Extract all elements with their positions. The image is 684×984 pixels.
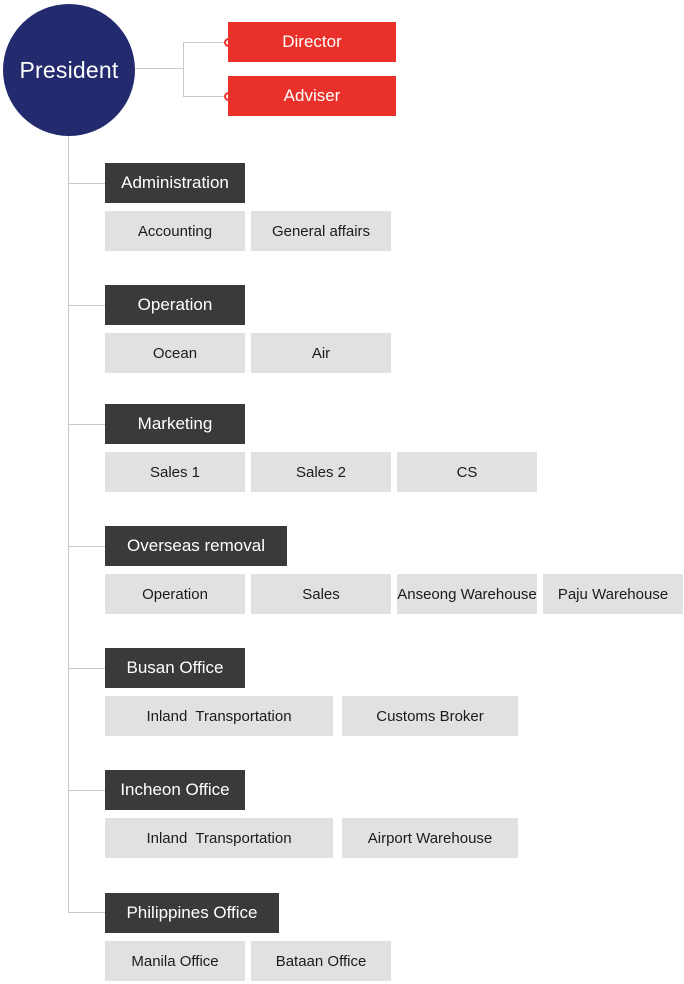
connector-stub-marketing	[68, 424, 105, 425]
adviser-node: Adviser	[228, 76, 396, 116]
section-children: Accounting General affairs	[105, 211, 391, 251]
section-overseas-removal: Overseas removal Operation Sales Anseong…	[105, 526, 683, 614]
dept-inland-transportation-incheon: Inland Transportation	[105, 818, 333, 858]
connector-stub-busan-office	[68, 668, 105, 669]
section-children: Operation Sales Anseong Warehouse Paju W…	[105, 574, 683, 614]
section-children: Inland Transportation Customs Broker	[105, 696, 518, 736]
president-node: President	[3, 4, 135, 136]
dept-sales-2: Sales 2	[251, 452, 391, 492]
section-busan-office: Busan Office Inland Transportation Custo…	[105, 648, 518, 736]
section-title-administration: Administration	[105, 163, 245, 203]
connector-stub-overseas-removal	[68, 546, 105, 547]
section-title-marketing: Marketing	[105, 404, 245, 444]
dept-ocean: Ocean	[105, 333, 245, 373]
dept-cs: CS	[397, 452, 537, 492]
connector-branch-vertical	[183, 42, 184, 97]
dept-anseong-warehouse: Anseong Warehouse	[397, 574, 537, 614]
section-administration: Administration Accounting General affair…	[105, 163, 391, 251]
dept-sales: Sales	[251, 574, 391, 614]
dept-sales-1: Sales 1	[105, 452, 245, 492]
section-philippines-office: Philippines Office Manila Office Bataan …	[105, 893, 391, 981]
section-children: Sales 1 Sales 2 CS	[105, 452, 537, 492]
section-title-overseas-removal: Overseas removal	[105, 526, 287, 566]
president-label: President	[19, 56, 119, 83]
section-operation: Operation Ocean Air	[105, 285, 391, 373]
dept-operation: Operation	[105, 574, 245, 614]
section-title-philippines-office: Philippines Office	[105, 893, 279, 933]
connector-stub-administration	[68, 183, 105, 184]
section-children: Ocean Air	[105, 333, 391, 373]
director-label: Director	[282, 32, 342, 51]
connector-to-director	[184, 42, 225, 43]
dept-air: Air	[251, 333, 391, 373]
connector-to-adviser	[184, 96, 225, 97]
section-title-operation: Operation	[105, 285, 245, 325]
dept-customs-broker: Customs Broker	[342, 696, 518, 736]
dept-manila-office: Manila Office	[105, 941, 245, 981]
dept-airport-warehouse: Airport Warehouse	[342, 818, 518, 858]
dept-bataan-office: Bataan Office	[251, 941, 391, 981]
section-incheon-office: Incheon Office Inland Transportation Air…	[105, 770, 518, 858]
director-node: Director	[228, 22, 396, 62]
section-marketing: Marketing Sales 1 Sales 2 CS	[105, 404, 537, 492]
connector-stub-operation	[68, 305, 105, 306]
dept-accounting: Accounting	[105, 211, 245, 251]
section-title-incheon-office: Incheon Office	[105, 770, 245, 810]
dept-inland-transportation-busan: Inland Transportation	[105, 696, 333, 736]
dept-general-affairs: General affairs	[251, 211, 391, 251]
section-children: Inland Transportation Airport Warehouse	[105, 818, 518, 858]
connector-president-to-branch	[134, 68, 184, 69]
dept-paju-warehouse: Paju Warehouse	[543, 574, 683, 614]
adviser-label: Adviser	[283, 86, 341, 105]
connector-stub-philippines-office	[68, 912, 105, 913]
connector-stub-incheon-office	[68, 790, 105, 791]
section-title-busan-office: Busan Office	[105, 648, 245, 688]
connector-trunk-vertical	[68, 136, 69, 913]
section-children: Manila Office Bataan Office	[105, 941, 391, 981]
